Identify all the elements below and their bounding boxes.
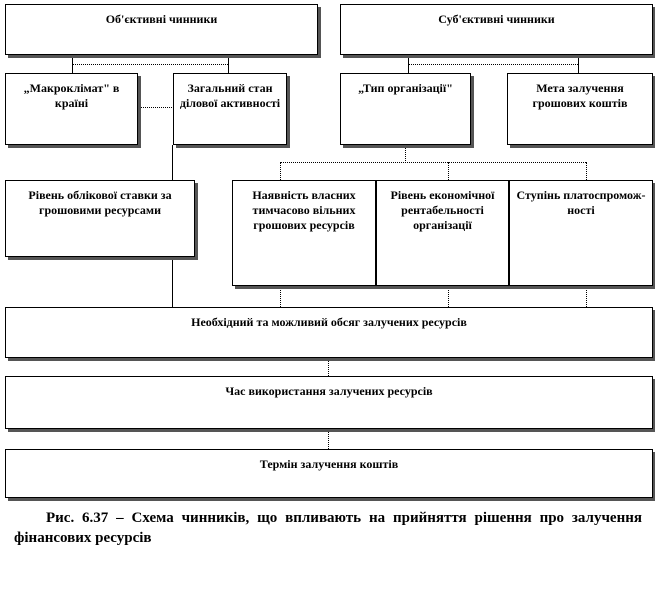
connector (328, 429, 329, 449)
goal-label: Мета залучення грошових коштів (532, 81, 628, 110)
profitability-label: Рівень економічної рентабельності органі… (390, 188, 495, 232)
macroclimate-label: „Макроклімат" в країні (23, 81, 120, 110)
connector (405, 145, 406, 163)
volume-box: Необхідний та можливий обсяг залучених р… (5, 307, 653, 358)
volume-label: Необхідний та можливий обсяг залучених р… (191, 315, 467, 329)
general-state-box: Загальний стан ділової активності (173, 73, 287, 145)
own-funds-box: Наявність власних тимчасово вільних грош… (232, 180, 376, 286)
term-label: Термін залучення коштів (259, 457, 399, 471)
connector (138, 107, 174, 108)
objective-factors-label: Об'єктивні чинники (105, 12, 218, 26)
connector (586, 286, 587, 307)
subjective-factors-box: Суб'єктивні чинники (340, 4, 653, 55)
own-funds-label: Наявність власних тимчасово вільних грош… (252, 188, 356, 232)
objective-factors-box: Об'єктивні чинники (5, 4, 318, 55)
connector (280, 286, 281, 307)
goal-box: Мета залучення грошових коштів (507, 73, 653, 145)
connector (586, 162, 587, 180)
connector (228, 55, 229, 73)
time-use-box: Час використання залучених ресурсів (5, 376, 653, 429)
subjective-factors-label: Суб'єктивні чинники (438, 12, 555, 26)
connector (280, 162, 586, 163)
connector (328, 358, 329, 376)
figure-caption-text: Рис. 6.37 – Схема чинників, що впливають… (14, 510, 642, 546)
macroclimate-box: „Макроклімат" в країні (5, 73, 138, 145)
org-type-box: „Тип організації" (340, 73, 471, 145)
discount-rate-box: Рівень облікової ставки за грошовими рес… (5, 180, 195, 257)
profitability-box: Рівень економічної рентабельності органі… (376, 180, 509, 286)
connector (448, 286, 449, 307)
connector (408, 64, 578, 65)
connector (172, 145, 173, 180)
connector (578, 55, 579, 73)
figure-caption: Рис. 6.37 – Схема чинників, що впливають… (14, 508, 642, 548)
general-state-label: Загальний стан ділової активності (179, 81, 281, 110)
solvency-box: Ступінь платоспромож-ності (509, 180, 653, 286)
time-use-label: Час використання залучених ресурсів (225, 384, 433, 398)
solvency-label: Ступінь платоспромож-ності (516, 188, 646, 217)
connector (172, 257, 173, 307)
term-box: Термін залучення коштів (5, 449, 653, 498)
connector (448, 162, 449, 180)
connector (280, 162, 281, 180)
discount-rate-label: Рівень облікової ставки за грошовими рес… (28, 188, 172, 217)
org-type-label: „Тип організації" (358, 81, 453, 95)
connector (72, 64, 228, 65)
